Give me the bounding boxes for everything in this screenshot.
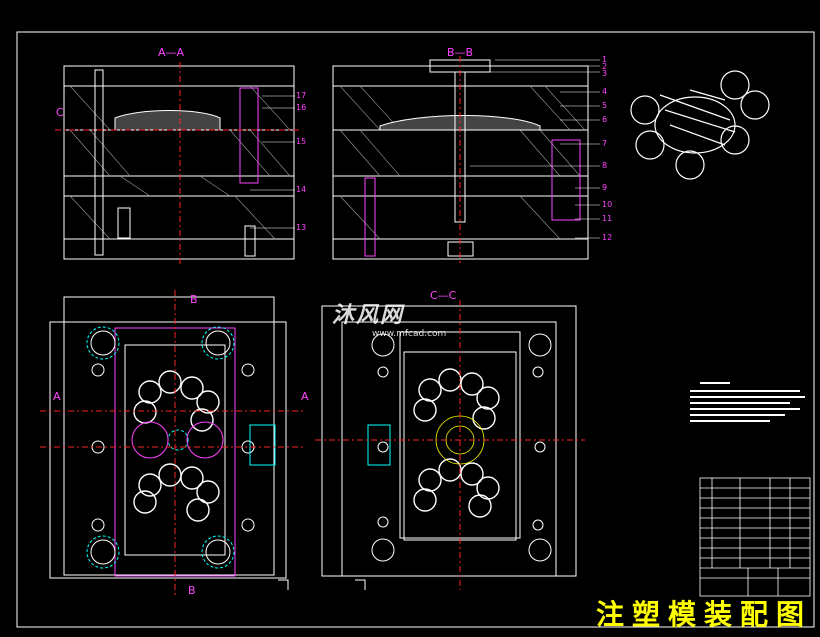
marker-a-right: A bbox=[301, 390, 309, 403]
part-num-16: 16 bbox=[296, 103, 306, 112]
watermark-main: 沐风网 bbox=[332, 303, 405, 328]
section-aa-view bbox=[55, 62, 300, 264]
part-num-9: 9 bbox=[602, 183, 607, 192]
section-bb-label: B—B bbox=[447, 46, 473, 59]
watermark-url: www.mfcad.com bbox=[372, 329, 447, 339]
technical-notes bbox=[690, 382, 805, 422]
product-iso-view bbox=[630, 70, 770, 180]
marker-b-top: B bbox=[190, 293, 198, 306]
part-num-2: 2 bbox=[602, 62, 607, 71]
part-num-6: 6 bbox=[602, 115, 607, 124]
marker-b-bottom: B bbox=[188, 584, 196, 597]
part-num-14: 14 bbox=[296, 185, 306, 194]
drawing-caption: 注塑模装配图 bbox=[595, 598, 812, 631]
plan-view-moving bbox=[40, 290, 305, 595]
drawing-border bbox=[16, 31, 815, 628]
part-num-12: 12 bbox=[602, 233, 612, 242]
plan-view-fixed bbox=[315, 300, 585, 590]
section-aa-label: A—A bbox=[158, 46, 185, 59]
part-num-1: 1 bbox=[602, 55, 607, 64]
right-callouts bbox=[470, 59, 600, 239]
section-cc-label: C—C bbox=[430, 289, 457, 302]
title-block bbox=[699, 477, 811, 597]
section-bb-view bbox=[332, 56, 589, 264]
part-num-15: 15 bbox=[296, 137, 306, 146]
part-num-11: 11 bbox=[602, 214, 612, 223]
watermark: 沐风网 www.mfcad.com bbox=[332, 297, 446, 339]
part-num-13: 13 bbox=[296, 223, 306, 232]
left-callouts bbox=[250, 95, 295, 229]
part-num-3: 3 bbox=[602, 69, 607, 78]
part-num-5: 5 bbox=[602, 101, 607, 110]
part-num-7: 7 bbox=[602, 139, 607, 148]
part-num-8: 8 bbox=[602, 161, 607, 170]
marker-c: C bbox=[56, 106, 64, 119]
part-num-10: 10 bbox=[602, 200, 612, 209]
part-num-17: 17 bbox=[296, 91, 306, 100]
marker-a-left: A bbox=[53, 390, 61, 403]
part-num-4: 4 bbox=[602, 87, 607, 96]
